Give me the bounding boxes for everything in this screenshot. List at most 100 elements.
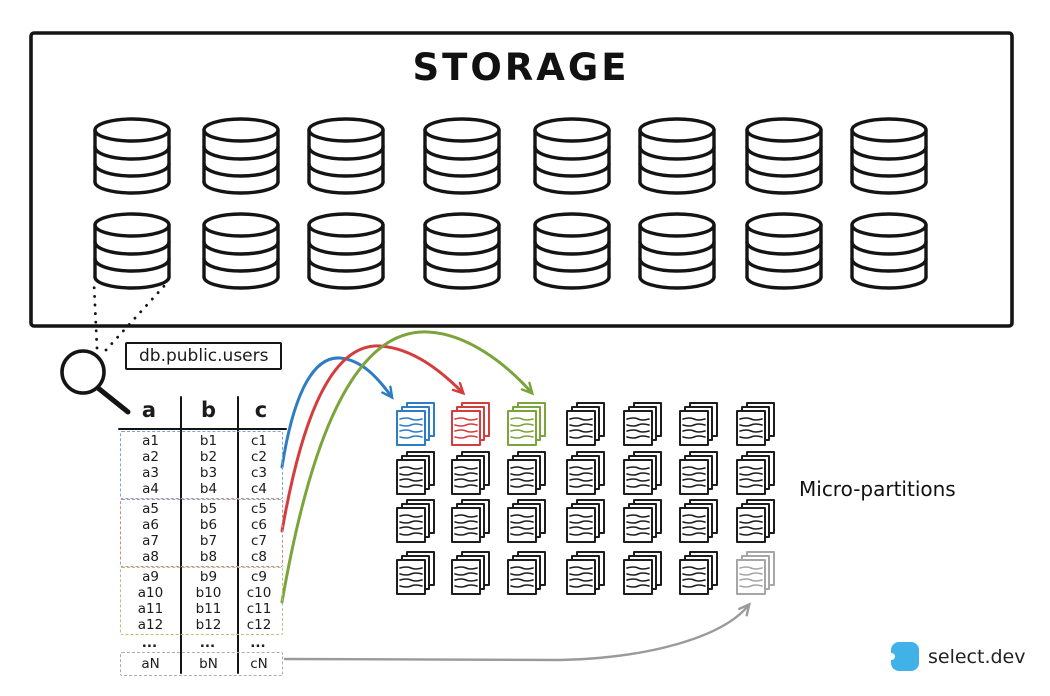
- table-cell: ...: [199, 635, 216, 651]
- table-cell: ...: [141, 635, 158, 651]
- document-stack-icon: [736, 451, 775, 495]
- table-cell: a1: [142, 432, 159, 449]
- document-stack-icon: [736, 402, 775, 446]
- table-cell: c3: [250, 464, 267, 481]
- table-cell: a5: [142, 500, 159, 517]
- column-header-a: a: [141, 397, 157, 422]
- document-stack-icon: [623, 402, 662, 446]
- table-cell: b5: [199, 500, 218, 517]
- table-cell: a8: [142, 548, 159, 565]
- document-stack-icon: [679, 551, 718, 595]
- table-cell: b10: [195, 584, 222, 601]
- document-stack-icon: [396, 451, 435, 495]
- table-row: aN bN cN: [121, 654, 282, 674]
- arrow-blue: [280, 356, 391, 469]
- database-icon: [93, 212, 171, 290]
- document-stack-icon: [451, 451, 490, 495]
- table-cell: a10: [137, 584, 164, 601]
- table-row: a7 b7 c7: [121, 533, 282, 549]
- document-stack-icon: [396, 499, 435, 543]
- document-stack-icon: [623, 551, 662, 595]
- database-icon: [850, 212, 928, 290]
- document-stack-icon: [396, 402, 435, 446]
- table-cell: c7: [250, 532, 267, 549]
- table-header: a b c: [118, 393, 290, 426]
- table-cell: b8: [199, 548, 218, 565]
- database-icon: [423, 117, 501, 195]
- document-stack-icon: [736, 551, 775, 595]
- zoom-dotted-lines: [92, 282, 168, 352]
- table-cell: c10: [246, 584, 272, 601]
- table-cell: c12: [246, 616, 272, 633]
- document-stack-icon: [623, 499, 662, 543]
- table-cell: b11: [195, 600, 222, 617]
- table-cell: a6: [142, 516, 159, 533]
- database-icon: [533, 117, 611, 195]
- table-cell: a11: [137, 600, 164, 617]
- table-cell: c9: [250, 568, 267, 585]
- table-cell: b3: [199, 464, 218, 481]
- arrow-red: [280, 344, 462, 533]
- table-cell: b4: [199, 480, 218, 497]
- database-icon: [307, 117, 385, 195]
- database-icon: [745, 212, 823, 290]
- column-header-b: b: [200, 397, 217, 422]
- column-header-c: c: [254, 397, 268, 422]
- arrow-gray: [283, 606, 748, 662]
- table-cell: c5: [250, 500, 267, 517]
- document-stack-icon: [566, 402, 605, 446]
- table-cell: cN: [250, 655, 268, 672]
- document-stack-icon: [507, 451, 546, 495]
- table-row: .........: [120, 635, 286, 652]
- table-cell: bN: [199, 655, 218, 672]
- table-cell: b2: [199, 448, 218, 465]
- document-stack-icon: [451, 402, 490, 446]
- document-stack-icon: [451, 499, 490, 543]
- partition-group-gray: aN bN cN: [120, 652, 283, 676]
- database-icon: [202, 212, 280, 290]
- document-stack-icon: [507, 499, 546, 543]
- database-icon: [638, 212, 716, 290]
- table-cell: a3: [142, 464, 159, 481]
- table-cell: aN: [141, 655, 160, 672]
- column-divider: [180, 396, 183, 674]
- document-stack-icon: [623, 451, 662, 495]
- table-cell: c2: [250, 448, 267, 465]
- table-cell: b6: [199, 516, 218, 533]
- brand-footer: select.dev: [888, 642, 1026, 671]
- document-stack-icon: [396, 551, 435, 595]
- document-stack-icon: [507, 402, 546, 446]
- storage-title: STORAGE: [412, 46, 630, 89]
- brand-name: select.dev: [928, 645, 1026, 668]
- select-logo-icon: [888, 642, 919, 671]
- table-row: a3 b3 c3: [121, 465, 282, 481]
- document-stack-icon: [736, 499, 775, 543]
- table-cell: b7: [199, 532, 218, 549]
- table-cell: a9: [142, 568, 159, 585]
- database-icon: [307, 212, 385, 290]
- table-name-label: db.public.users: [125, 342, 283, 370]
- table-row: a5 b5 c5: [121, 501, 282, 517]
- table-cell: ...: [250, 635, 266, 651]
- database-icon: [850, 117, 928, 195]
- table-cell: a12: [137, 616, 164, 633]
- document-stack-icon: [451, 551, 490, 595]
- micro-partitions-label: Micro-partitions: [799, 477, 956, 501]
- document-stack-icon: [679, 451, 718, 495]
- column-divider: [237, 396, 240, 674]
- table-cell: a7: [142, 532, 159, 549]
- header-underline: [118, 428, 287, 431]
- table-cell: c11: [246, 600, 272, 617]
- database-icon: [423, 212, 501, 290]
